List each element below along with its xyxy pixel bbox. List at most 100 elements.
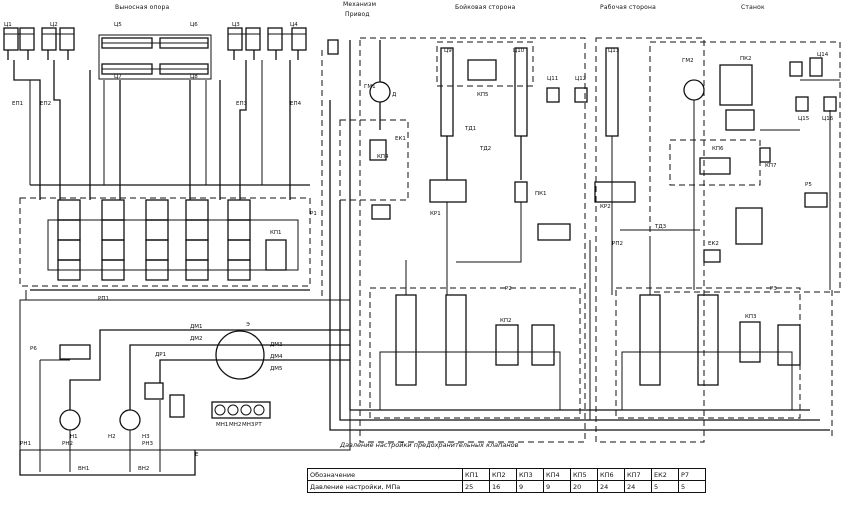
component-labels: Ц1 Ц2 Ц5 Ц6 Ц7 Ц8 Ц3 Ц4 Ц9 Ц10 Ц11 Ц12 Ц… (4, 22, 834, 472)
table-cell-designation-label: Обозначение (307, 468, 463, 481)
table-cell-value: 5 (678, 480, 706, 493)
center-drive (321, 39, 830, 431)
label-c5: Ц5 (114, 22, 122, 28)
pressure-settings-table: Обозначение КП1 КП2 КП3 КП4 КП5 КП6 КП7 … (307, 468, 706, 493)
label-td1: ТД1 (464, 126, 476, 132)
label-kp2: КП2 (500, 318, 512, 324)
pressure-settings-title: Давление настройки предохранительных кла… (340, 441, 519, 449)
table-cell-col: КП5 (570, 468, 598, 481)
label-ep3: ЕП3 (236, 101, 248, 107)
label-mn2: МН2 (229, 422, 241, 428)
label-c11: Ц11 (547, 76, 558, 82)
label-c3: Ц3 (232, 22, 240, 28)
table-cell-col: КП3 (516, 468, 544, 481)
table-cell-col: КП1 (462, 468, 490, 481)
table-cell-value: 24 (624, 480, 652, 493)
table-cell-value: 9 (516, 480, 544, 493)
header-right-mid-section: Рабочая сторона (600, 4, 656, 11)
label-p5: Р5 (805, 182, 812, 188)
label-c4: Ц4 (290, 22, 298, 28)
label-kr2: КР2 (600, 204, 611, 210)
label-dm1: ДМ1 (190, 324, 203, 330)
label-ek2: ЕК2 (708, 241, 719, 247)
table-cell-value: 16 (489, 480, 517, 493)
header-mid-section: Бойковая сторона (455, 4, 516, 11)
label-rp2: РП2 (612, 241, 623, 247)
label-mn1: МН1 (216, 422, 228, 428)
table-cell-col: ЕК2 (651, 468, 679, 481)
table-cell-col: КП4 (543, 468, 571, 481)
label-p6: Р6 (30, 346, 37, 352)
label-kp4: КП4 (377, 154, 389, 160)
label-dm2: ДМ2 (190, 336, 203, 342)
label-n2: Н2 (108, 434, 116, 440)
label-mn3: МН3 (242, 422, 255, 428)
label-kp1: КП1 (270, 230, 282, 236)
label-kp5: КП5 (477, 92, 489, 98)
label-rp1: РП1 (98, 296, 109, 302)
label-kr1: КР1 (430, 211, 441, 217)
label-kp3: КП3 (745, 314, 757, 320)
table-cell-pressure-label: Давление настройки, МПа (307, 480, 463, 493)
label-c7: Ц7 (114, 74, 122, 80)
label-c6: Ц6 (190, 22, 198, 28)
left-valve-bank (19, 184, 311, 301)
label-kp6: КП6 (712, 146, 724, 152)
table-cell-col: КП2 (489, 468, 517, 481)
label-e: Э (246, 322, 250, 328)
label-ep1: ЕП1 (12, 101, 23, 107)
label-dr1: ДР1 (155, 352, 166, 358)
label-c2: Ц2 (50, 22, 58, 28)
label-pk1: ПК1 (535, 191, 547, 197)
label-dm3: ДМ3 (270, 342, 283, 348)
table-cell-col: КП6 (597, 468, 625, 481)
table-cell-value: 25 (462, 480, 490, 493)
label-c15: Ц15 (798, 116, 810, 122)
table-cell-col: Р7 (678, 468, 706, 481)
label-p1: Р1 (310, 211, 317, 217)
header-drive: Привод (345, 11, 370, 18)
label-c8: Ц8 (190, 74, 198, 80)
table-row-designation: Обозначение КП1 КП2 КП3 КП4 КП5 КП6 КП7 … (307, 468, 706, 481)
outrigger-cylinders (3, 27, 307, 200)
table-cell-value: 9 (543, 480, 571, 493)
label-kp7: КП7 (765, 163, 777, 169)
label-c12: Ц12 (575, 76, 586, 82)
label-ep4: ЕП4 (290, 101, 302, 107)
header-left-section: Выносная опора (115, 4, 170, 11)
label-gm1: ГМ1 (364, 84, 376, 90)
label-td3: ТД3 (654, 224, 667, 230)
mid-section (359, 37, 591, 443)
label-p3: Р3 (770, 286, 777, 292)
label-c14: Ц14 (817, 52, 829, 58)
label-td2: ТД2 (479, 146, 491, 152)
label-n1: Н1 (70, 434, 78, 440)
label-rn1: РН1 (20, 441, 31, 447)
label-p2: Р2 (505, 286, 512, 292)
label-d: Д (392, 92, 397, 98)
label-c13: Ц13 (608, 48, 620, 54)
label-pk2: ПК2 (740, 56, 752, 62)
header-right-section: Станок (741, 4, 765, 11)
table-cell-value: 5 (651, 480, 679, 493)
label-n3: Н3 (142, 434, 150, 440)
label-rn2: РН2 (62, 441, 73, 447)
label-c1: Ц1 (4, 22, 12, 28)
label-rt: РТ (255, 422, 262, 428)
label-c9: Ц9 (444, 48, 452, 54)
label-c16: Ц16 (822, 116, 834, 122)
label-rn3: РН3 (142, 441, 153, 447)
label-ye: Е (195, 452, 199, 458)
right-mid-section (594, 37, 801, 443)
table-row-pressure: Давление настройки, МПа 25 16 9 9 20 24 … (307, 480, 706, 493)
label-c10: Ц10 (513, 48, 525, 54)
label-ek1: ЕК1 (395, 136, 406, 142)
header-mechanism: Механизм (343, 1, 377, 8)
label-gm2: ГМ2 (682, 58, 694, 64)
table-cell-value: 20 (570, 480, 598, 493)
label-vn2: ВН2 (138, 466, 149, 472)
right-section (649, 41, 841, 440)
table-cell-value: 24 (597, 480, 625, 493)
pump-station (19, 299, 351, 476)
